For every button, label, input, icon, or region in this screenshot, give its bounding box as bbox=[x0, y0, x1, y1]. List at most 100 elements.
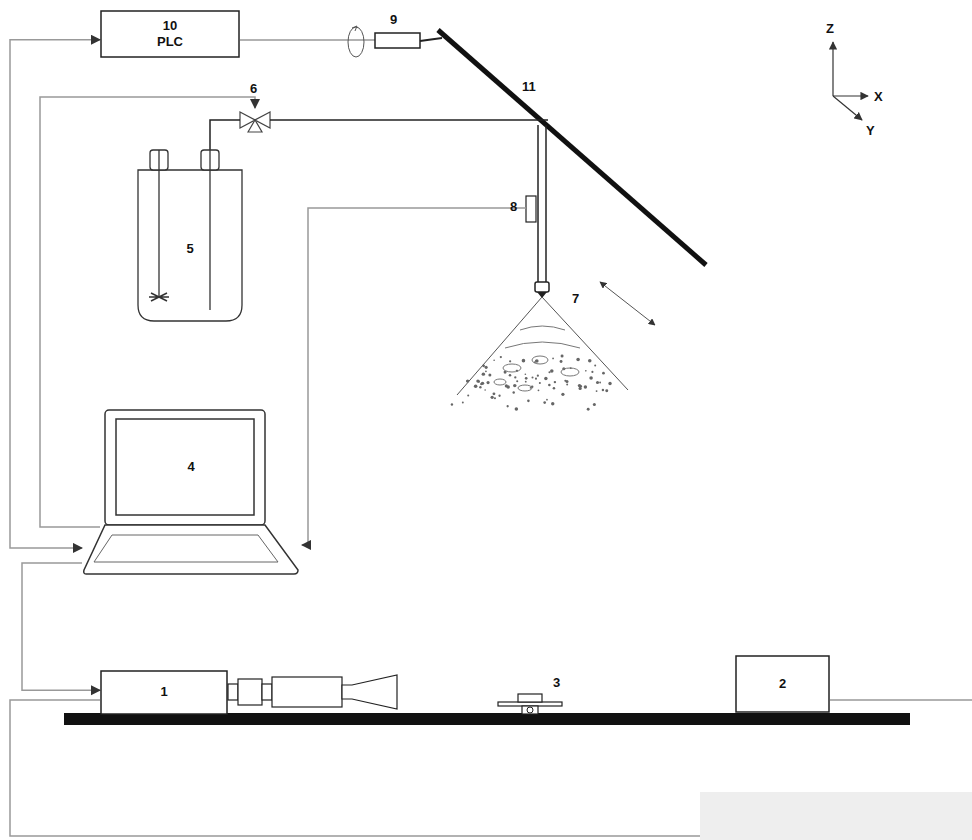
droplet bbox=[509, 360, 511, 362]
optic bbox=[262, 684, 272, 700]
droplet bbox=[466, 380, 468, 382]
droplet bbox=[535, 359, 539, 363]
droplet bbox=[589, 376, 593, 380]
tube bbox=[210, 120, 240, 150]
droplet bbox=[608, 382, 611, 385]
droplet bbox=[585, 370, 587, 372]
droplet bbox=[481, 382, 484, 385]
wire bbox=[40, 97, 255, 527]
droplet bbox=[478, 381, 480, 383]
droplet bbox=[593, 403, 596, 406]
droplet bbox=[466, 379, 469, 382]
droplet bbox=[579, 387, 582, 390]
wire bbox=[830, 699, 972, 701]
droplet bbox=[602, 389, 604, 391]
droplet bbox=[498, 395, 500, 397]
droplet bbox=[561, 354, 564, 357]
droplet bbox=[602, 372, 605, 375]
droplet bbox=[535, 378, 537, 380]
callout-number: 11 bbox=[522, 80, 536, 93]
stage-knob bbox=[527, 707, 533, 713]
droplet bbox=[515, 407, 518, 410]
droplet bbox=[552, 358, 554, 360]
droplet bbox=[525, 381, 527, 383]
callout-number: 5 bbox=[186, 241, 193, 257]
spray-edge bbox=[457, 297, 542, 395]
droplet bbox=[560, 360, 563, 363]
droplet bbox=[596, 381, 599, 384]
droplet bbox=[474, 385, 478, 389]
wire bbox=[302, 208, 526, 545]
axis-label: Z bbox=[826, 22, 834, 35]
reservoir-bottle-outline bbox=[135, 145, 245, 323]
droplet bbox=[479, 386, 481, 388]
droplet bbox=[513, 384, 516, 387]
droplet bbox=[594, 364, 596, 366]
droplet bbox=[538, 389, 540, 391]
droplet bbox=[516, 380, 518, 382]
axis-z bbox=[832, 42, 833, 76]
droplet bbox=[482, 372, 485, 375]
rotation-symbol bbox=[348, 27, 364, 57]
droplet bbox=[605, 389, 608, 392]
droplet bbox=[451, 403, 453, 405]
droplet bbox=[485, 370, 487, 372]
motor-body bbox=[375, 33, 420, 48]
droplet bbox=[522, 359, 526, 363]
droplet bbox=[548, 371, 550, 373]
callout-number: 6 bbox=[250, 82, 257, 95]
droplet bbox=[518, 385, 532, 391]
optical-rail bbox=[64, 713, 910, 725]
droplet bbox=[561, 393, 564, 396]
laser-box: 1 bbox=[100, 670, 228, 715]
droplet bbox=[543, 401, 546, 404]
signal-wire bbox=[10, 40, 100, 548]
droplet bbox=[491, 396, 494, 399]
droplet bbox=[548, 384, 551, 387]
axis-label: Y bbox=[866, 124, 875, 137]
sensor bbox=[526, 196, 536, 222]
droplet bbox=[514, 376, 516, 378]
droplet bbox=[507, 405, 509, 407]
stage-post bbox=[522, 706, 538, 714]
droplet bbox=[467, 395, 469, 397]
droplet bbox=[474, 385, 476, 387]
laptop-computer-outline bbox=[82, 410, 300, 575]
tube bbox=[270, 119, 548, 121]
valve-port bbox=[248, 120, 262, 132]
callout-number: PLC bbox=[157, 34, 183, 50]
wire bbox=[10, 700, 700, 836]
droplet bbox=[546, 399, 548, 401]
droplet bbox=[506, 385, 509, 388]
droplet bbox=[537, 375, 539, 377]
droplet bbox=[509, 374, 512, 377]
droplet bbox=[530, 387, 532, 389]
droplet bbox=[565, 380, 568, 383]
droplet bbox=[531, 376, 533, 378]
motor-shaft bbox=[420, 38, 442, 41]
callout-number: 3 bbox=[553, 676, 560, 689]
callout-number: 9 bbox=[390, 13, 397, 26]
reservoir-bottle: 5 bbox=[135, 145, 245, 323]
droplet bbox=[532, 356, 548, 364]
callout-number: 10 bbox=[163, 18, 177, 34]
droplet bbox=[599, 382, 601, 384]
spray-droplets bbox=[451, 354, 612, 410]
lens-cone bbox=[342, 675, 397, 709]
droplet bbox=[462, 402, 464, 404]
droplet bbox=[503, 364, 521, 372]
droplet bbox=[486, 381, 489, 384]
droplet bbox=[578, 384, 581, 387]
signal-wire bbox=[22, 563, 100, 690]
optic bbox=[238, 679, 262, 705]
droplet bbox=[494, 379, 506, 385]
laptop-computer: 4 bbox=[82, 410, 300, 575]
arm bbox=[438, 30, 706, 265]
droplet bbox=[535, 360, 537, 362]
plc-box: 10PLC bbox=[100, 10, 240, 58]
axis-label: X bbox=[874, 90, 883, 103]
motion-arrow bbox=[600, 282, 655, 325]
droplet bbox=[550, 369, 554, 373]
droplet bbox=[493, 392, 496, 395]
droplet bbox=[591, 371, 593, 373]
